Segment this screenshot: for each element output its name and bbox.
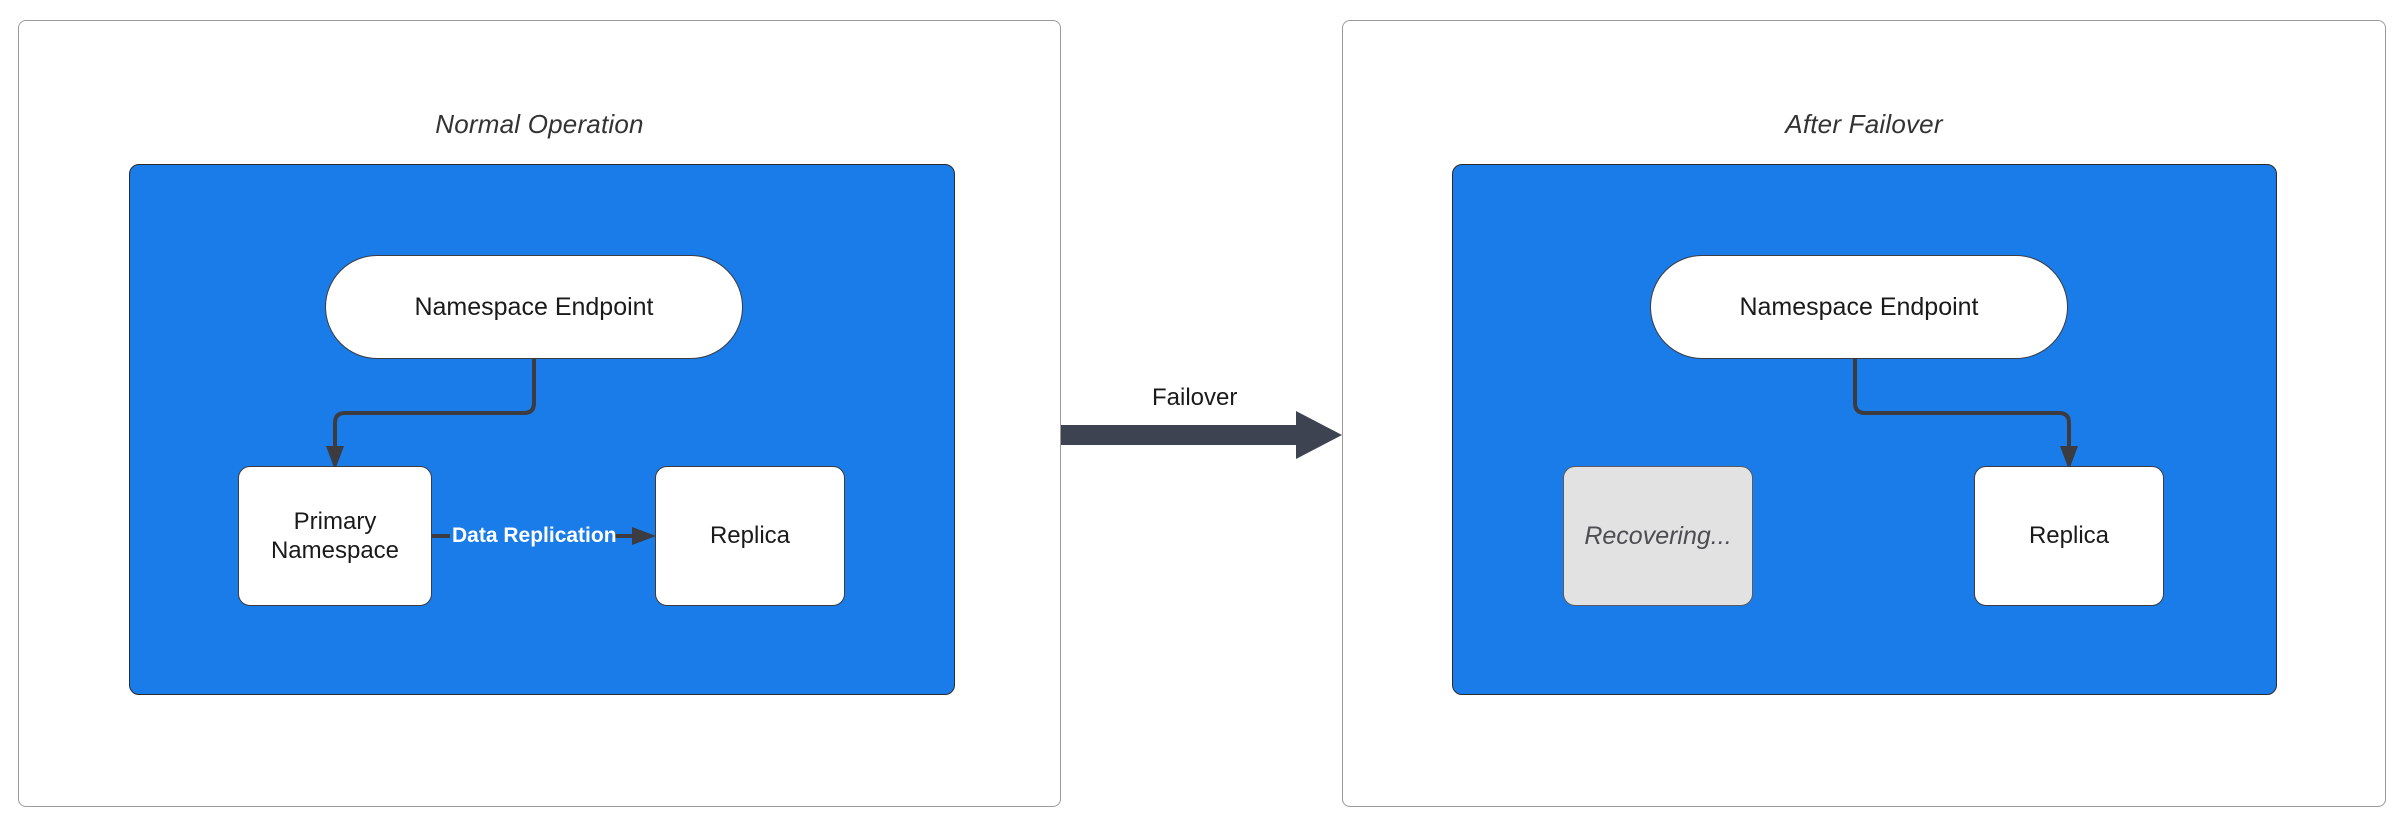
cluster-normal-operation xyxy=(129,164,955,695)
node-recovering[interactable]: Recovering... xyxy=(1563,466,1753,606)
cluster-after-failover xyxy=(1452,164,2277,695)
node-replica-failover[interactable]: Replica xyxy=(1974,466,2164,606)
node-primary-namespace-line2: Namespace xyxy=(270,537,400,564)
node-primary-namespace-line1: Primary xyxy=(293,507,377,535)
edge-label-data-replication: Data Replication xyxy=(452,524,617,547)
transition-label-failover: Failover xyxy=(1152,384,1238,411)
node-namespace-endpoint-primary[interactable]: Namespace Endpoint xyxy=(325,255,743,359)
node-primary-namespace[interactable]: Primary Namespace xyxy=(238,466,432,606)
transition-arrow-failover xyxy=(1061,411,1342,459)
panel-title-normal-operation: Normal Operation xyxy=(435,109,644,139)
node-namespace-endpoint-failover[interactable]: Namespace Endpoint xyxy=(1650,255,2068,359)
panel-title-after-failover: After Failover xyxy=(1785,109,1943,139)
node-replica-normal[interactable]: Replica xyxy=(655,466,845,606)
